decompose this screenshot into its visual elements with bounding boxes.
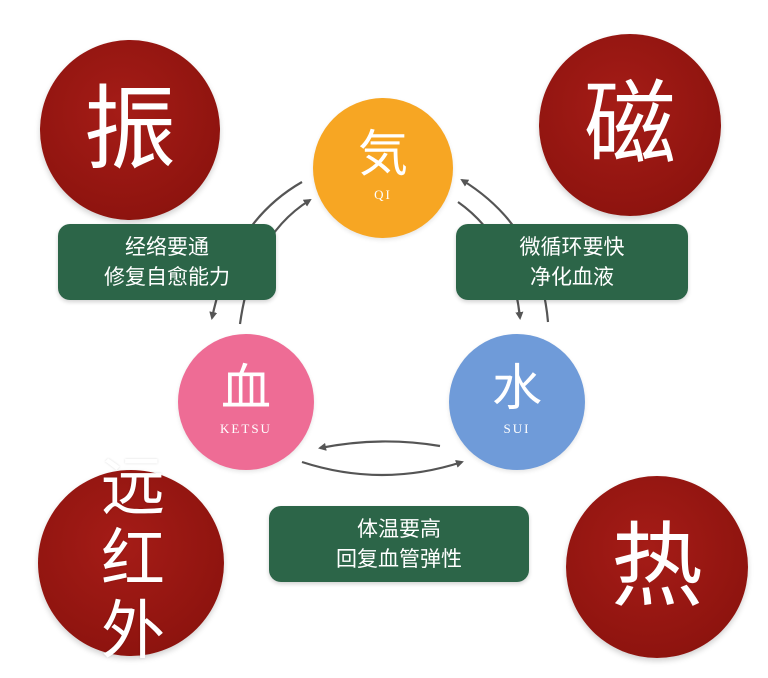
note-box-meridian-line-1: 经络要通 (125, 235, 209, 259)
corner-label-vibration: 振 (83, 76, 176, 183)
note-box-microcirculation-line-2: 净化血液 (530, 265, 614, 289)
node-ketsu-sub: KETSU (220, 421, 272, 436)
corner-circle-vibration: 振 (40, 40, 220, 220)
corner-label-heat: 热 (610, 513, 703, 620)
node-ketsu: 血 KETSU (178, 334, 314, 470)
far-infrared-char-2: 红 (101, 523, 165, 597)
corner-label-magnetic: 磁 (583, 71, 676, 178)
node-sui-label: 水 (492, 359, 542, 417)
node-qi-sub: QI (374, 187, 392, 202)
note-box-meridian: 经络要通 修复自愈能力 (58, 224, 276, 300)
corner-circle-heat: 热 (566, 476, 748, 658)
arrow-ketsu-to-sui (301, 460, 464, 477)
node-ketsu-label: 血 (221, 359, 271, 417)
node-qi: 気 QI (313, 98, 453, 238)
far-infrared-char-3: 外 (101, 595, 165, 669)
corner-label-far-infrared: 远 红 外 (98, 452, 168, 668)
node-qi-label: 気 (358, 125, 408, 183)
arrow-sui-to-ketsu (318, 440, 441, 451)
note-box-body-temperature-line-2: 回复血管弹性 (336, 547, 462, 571)
note-box-body-temperature-line-1: 体温要高 (357, 517, 441, 541)
node-sui: 水 SUI (449, 334, 585, 470)
note-box-body-temperature: 体温要高 回复血管弹性 (269, 506, 529, 582)
far-infrared-char-1: 远 (101, 451, 165, 525)
note-box-meridian-line-2: 修复自愈能力 (104, 265, 230, 289)
note-box-microcirculation-line-1: 微循环要快 (519, 235, 625, 259)
node-sui-sub: SUI (503, 421, 531, 436)
note-box-microcirculation: 微循环要快 净化血液 (456, 224, 688, 300)
corner-circle-magnetic: 磁 (539, 34, 721, 216)
corner-circle-far-infrared (38, 470, 224, 656)
